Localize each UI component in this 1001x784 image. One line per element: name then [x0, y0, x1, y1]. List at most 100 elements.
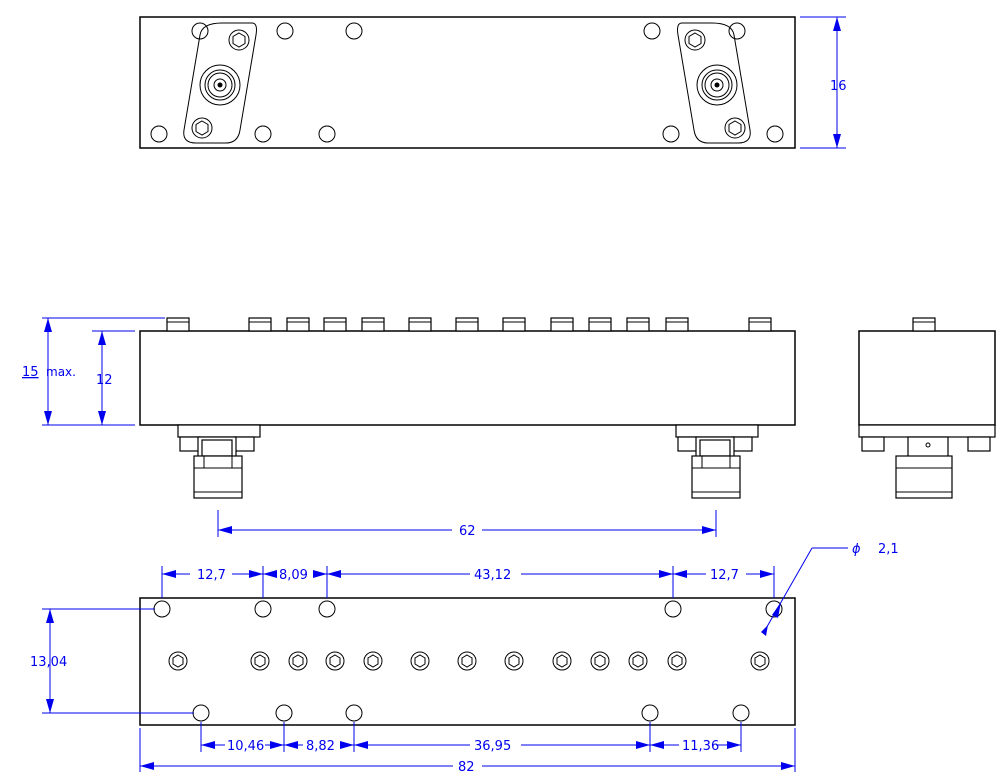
hex-screw	[750, 651, 770, 671]
top-row-spacing-1: 12,7	[197, 568, 226, 583]
tuning-screw	[665, 317, 689, 332]
tuning-screw	[588, 317, 612, 332]
mount-hole	[153, 600, 171, 618]
side-view: 15 max. 12 62	[22, 317, 796, 539]
bottom-view-outline	[139, 597, 796, 726]
hex-screw	[325, 651, 345, 671]
top-row-spacing-4: 12,7	[710, 568, 739, 583]
mount-hole	[345, 22, 363, 40]
diameter-value: 2,1	[878, 542, 899, 557]
body-height-label: 12	[96, 373, 113, 388]
tuning-screw	[626, 317, 650, 332]
mount-hole	[664, 600, 682, 618]
sma-connector	[696, 64, 738, 106]
top-row-spacing-3: 43,12	[474, 568, 511, 583]
mount-hole	[345, 704, 363, 722]
dim-max-height: 15 max.	[22, 317, 165, 426]
dim-body-height: 12	[92, 330, 135, 425]
mount-hole	[766, 125, 784, 143]
side-connector-left	[177, 424, 261, 499]
mount-hole	[254, 125, 272, 143]
hex-screw	[363, 651, 383, 671]
tuning-screw	[286, 317, 310, 332]
mount-hole	[275, 704, 293, 722]
tuning-screw	[248, 317, 272, 332]
top-view-outline	[139, 16, 796, 149]
dim-top-height: 16	[800, 16, 847, 149]
overall-length-label: 82	[458, 760, 475, 775]
tuning-screw	[912, 317, 936, 332]
dim-connector-spacing: 62	[217, 510, 717, 539]
mount-hole	[765, 600, 783, 618]
bottom-row-spacing-2: 8,82	[306, 739, 335, 754]
bottom-bottom-row-holes	[192, 704, 750, 722]
top-row-extension-lines	[161, 566, 775, 598]
sma-connector	[199, 64, 241, 106]
mount-hole	[732, 704, 750, 722]
dim-row-offset: 13,04	[30, 608, 194, 714]
hex-screw	[250, 651, 270, 671]
top-row-spacing-2: 8,09	[279, 568, 308, 583]
screw-head	[684, 29, 706, 51]
dim-overall-length: 82	[139, 728, 796, 775]
diameter-symbol: ϕ	[852, 542, 861, 557]
mount-hole	[318, 600, 336, 618]
end-connector	[895, 455, 953, 499]
bottom-top-row-holes	[153, 600, 783, 618]
bottom-row-spacing-4: 11,36	[682, 739, 719, 754]
bottom-view: 12,7 8,09 43,12 12,7 ϕ 2,1	[30, 542, 899, 775]
screw-head	[724, 117, 746, 139]
mount-hole	[150, 125, 168, 143]
tuning-screw	[361, 317, 385, 332]
hex-screw	[457, 651, 477, 671]
sma-flange-right	[677, 22, 751, 144]
hex-screw	[504, 651, 524, 671]
tuning-screw	[455, 317, 479, 332]
max-height-value: 15	[22, 365, 39, 380]
end-view-outline	[858, 330, 996, 426]
mount-hole	[728, 22, 746, 40]
top-view-holes	[150, 22, 784, 143]
mount-hole	[254, 600, 272, 618]
dim-hole-diameter: ϕ 2,1	[761, 542, 899, 636]
mount-hole	[662, 125, 680, 143]
sma-flange-left	[183, 22, 257, 144]
tuning-screw	[323, 317, 347, 332]
mount-hole	[641, 704, 659, 722]
dim-top-row: 12,7 8,09 43,12 12,7	[162, 568, 774, 583]
mount-hole	[192, 704, 210, 722]
hex-screw	[628, 651, 648, 671]
mount-hole	[643, 22, 661, 40]
side-view-outline	[139, 330, 796, 426]
mount-hole	[191, 22, 209, 40]
top-view: 16	[139, 16, 847, 149]
end-view	[858, 317, 996, 499]
bottom-row-extension-lines	[200, 722, 742, 752]
screw-head	[228, 29, 250, 51]
row-offset-label: 13,04	[30, 655, 67, 670]
side-connector-right	[675, 424, 759, 499]
bottom-row-spacing-3: 36,95	[474, 739, 511, 754]
tuning-screw	[748, 317, 772, 332]
mount-hole	[318, 125, 336, 143]
hex-screw	[552, 651, 572, 671]
hex-screw	[410, 651, 430, 671]
dim-bottom-row: 10,46 8,82 36,95 11,36	[201, 739, 741, 754]
max-height-suffix: max.	[46, 365, 76, 379]
hex-screw	[667, 651, 687, 671]
top-height-label: 16	[830, 79, 847, 94]
screw-head	[191, 117, 213, 139]
tuning-screw	[166, 317, 190, 332]
hex-screw	[168, 651, 188, 671]
bottom-tuning-screws	[168, 651, 770, 671]
tuning-screw	[550, 317, 574, 332]
tuning-screw	[408, 317, 432, 332]
tuning-screw	[502, 317, 526, 332]
tuning-screws	[166, 317, 772, 332]
bottom-row-spacing-1: 10,46	[227, 739, 264, 754]
mount-hole	[276, 22, 294, 40]
connector-spacing-label: 62	[459, 524, 476, 539]
hex-screw	[590, 651, 610, 671]
hex-screw	[288, 651, 308, 671]
